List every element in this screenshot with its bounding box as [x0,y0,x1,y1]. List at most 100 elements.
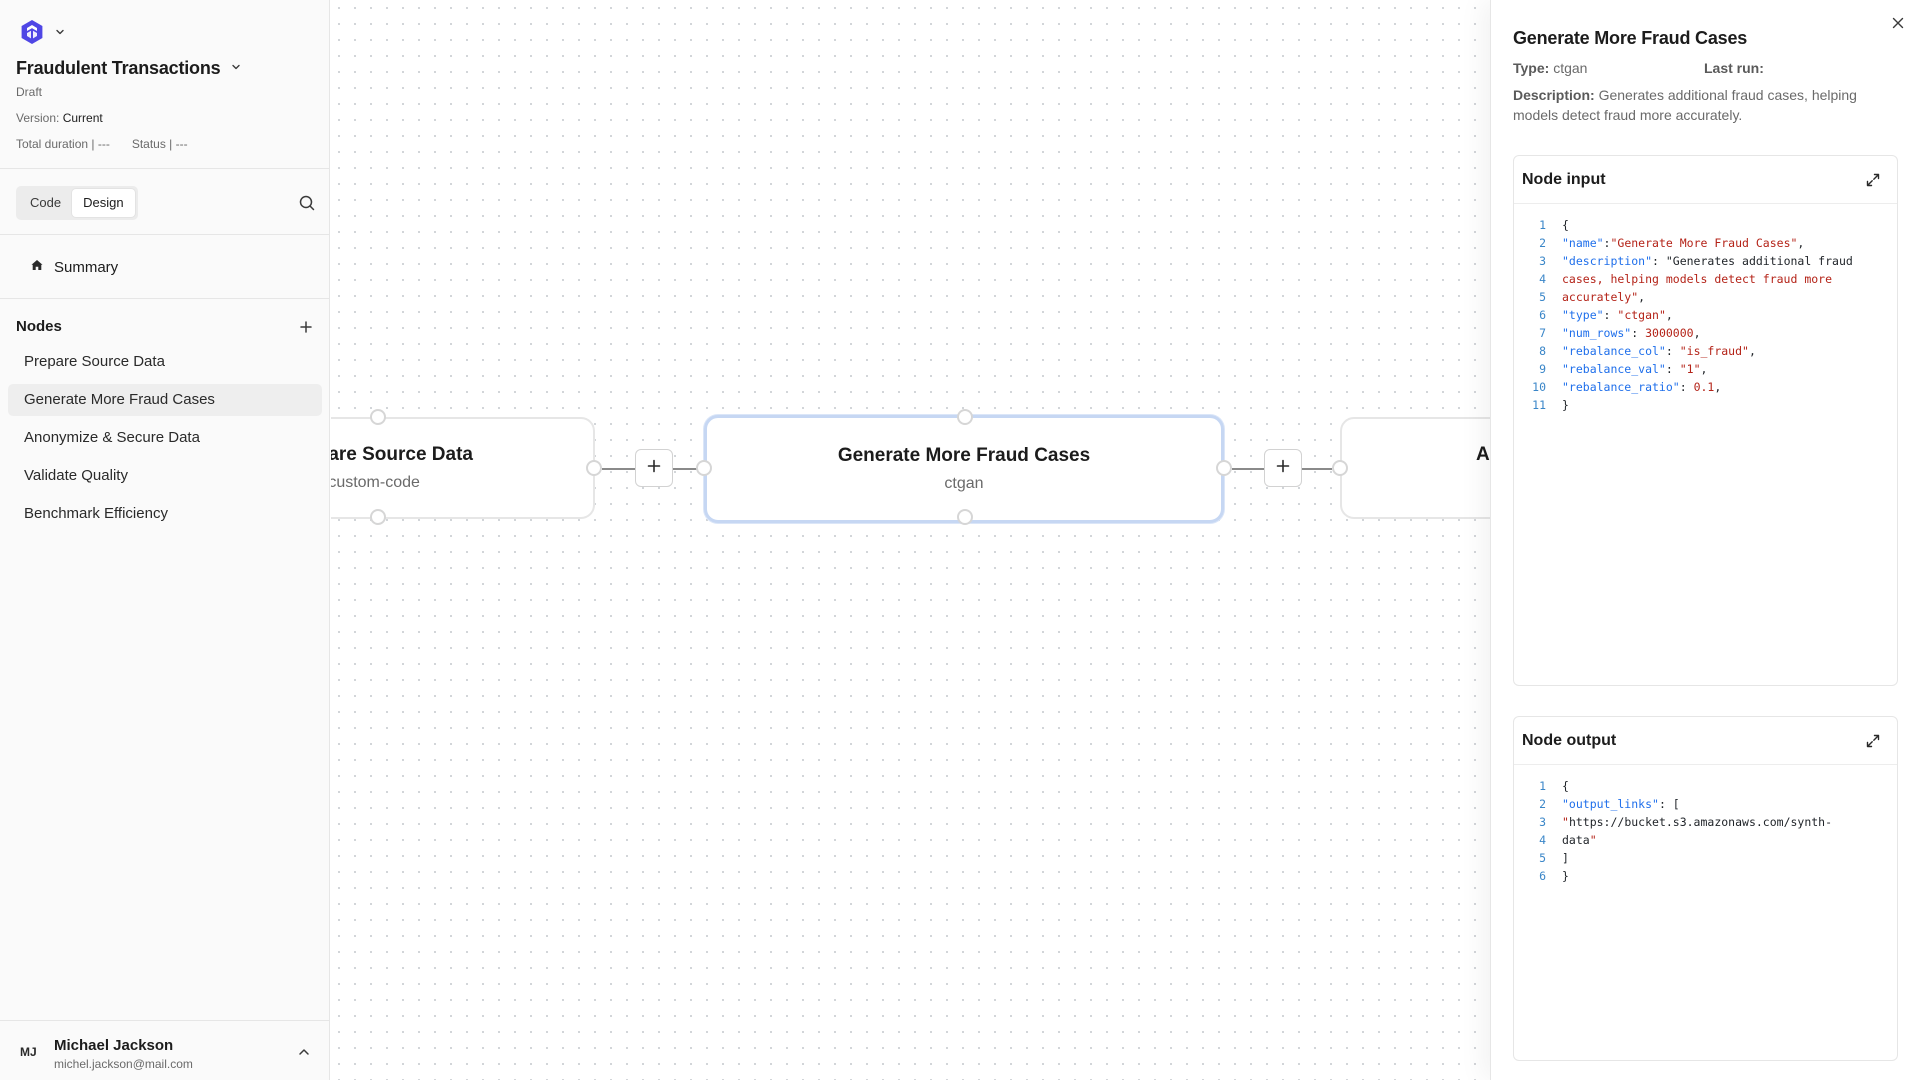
node-details-panel: Generate More Fraud Cases Type: ctgan La… [1490,0,1920,1080]
code-line: accurately", [1562,290,1646,304]
node-card-anonymize-secure-data[interactable]: An [1340,417,1497,519]
node-card-generate-more-fraud-cases[interactable]: Generate More Fraud Cases ctgan [704,415,1224,523]
workspace-switcher[interactable] [18,18,66,46]
sidebar: Fraudulent Transactions Draft Version: C… [0,0,330,1080]
add-node-between-button[interactable] [635,449,673,487]
description-label: Description: [1513,87,1595,103]
node-item-anonymize-secure-data[interactable]: Anonymize & Secure Data [24,429,200,446]
user-name: Michael Jackson [54,1037,174,1054]
line-number: 2 [1539,797,1546,811]
version-info: Version: Current [16,111,103,125]
type-value: ctgan [1553,60,1588,76]
node-input-title: Node input [1522,171,1606,188]
edge [1302,468,1332,470]
line-number: 4 [1539,272,1546,286]
line-number: 1 [1539,218,1546,232]
code-line: "rebalance_col": "is_fraud", [1562,344,1756,358]
close-panel-button[interactable] [1891,16,1905,30]
line-number: 3 [1539,254,1546,268]
project-title: Fraudulent Transactions [16,58,221,78]
node-item-validate-quality[interactable]: Validate Quality [24,467,128,484]
add-node-between-button[interactable] [1264,449,1302,487]
edge [602,468,636,470]
line-number: 5 [1539,851,1546,865]
node-handle-right[interactable] [1216,460,1232,476]
summary-link[interactable]: Summary [30,258,118,276]
search-button[interactable] [296,192,318,214]
line-number: 2 [1539,236,1546,250]
edge [673,468,703,470]
close-icon [1891,17,1905,34]
line-number: 11 [1532,398,1546,412]
node-card-type: custom-code [331,474,420,491]
expand-icon[interactable] [1865,733,1881,749]
node-handle-bottom[interactable] [370,509,386,525]
code-line: "type": "ctgan", [1562,308,1673,322]
line-number: 10 [1532,380,1546,394]
project-selector[interactable]: Fraudulent Transactions [16,58,242,79]
chevron-down-icon [230,60,242,78]
node-card-type: ctgan [944,475,984,492]
panel-title: Generate More Fraud Cases [1513,28,1748,48]
code-line: cases, helping models detect fraud more [1562,272,1833,286]
edge [1232,468,1266,470]
node-handle-top[interactable] [957,409,973,425]
node-description: Description: Generates additional fraud … [1513,85,1893,125]
add-node-button[interactable] [298,319,314,335]
node-item-prepare-source-data[interactable]: Prepare Source Data [24,353,165,370]
node-card-title: Generate More Fraud Cases [837,445,1091,466]
line-number: 9 [1539,362,1546,376]
node-handle-left[interactable] [1332,460,1348,476]
code-line: { [1562,218,1569,232]
chevron-up-icon[interactable] [296,1044,312,1060]
node-card-title: are Source Data [331,444,473,465]
node-handle-left[interactable] [696,460,712,476]
expand-icon[interactable] [1865,172,1881,188]
last-run-label: Last run: [1704,60,1764,76]
tab-design[interactable]: Design [72,189,135,217]
code-line: { [1562,779,1569,793]
code-line: } [1562,398,1569,412]
code-line: "num_rows": 3000000, [1562,326,1701,340]
project-state: Draft [16,85,43,99]
node-input-code[interactable]: 1{ 2"name":"Generate More Fraud Cases", … [1514,204,1897,414]
node-item-generate-more-fraud-cases[interactable]: Generate More Fraud Cases [8,384,322,416]
line-number: 6 [1539,869,1546,883]
code-line: "https://bucket.s3.amazonaws.com/synth- [1562,815,1833,829]
code-line: data" [1562,833,1597,847]
node-handle-bottom[interactable] [957,509,973,525]
code-line: "rebalance_val": "1", [1562,362,1708,376]
search-icon [296,195,318,218]
type-label: Type: [1513,60,1550,76]
node-output-code[interactable]: 1{ 2"output_links": [ 3"https://bucket.s… [1514,765,1897,885]
node-output-header: Node output [1514,717,1897,765]
run-status: Status | --- [131,137,188,151]
line-number: 8 [1539,344,1546,358]
plus-icon [646,458,662,479]
node-handle-right[interactable] [586,460,602,476]
version-value: Current [62,111,103,125]
node-card-prepare-source-data[interactable]: are Source Data custom-code [331,417,595,519]
user-menu[interactable]: MJ Michael Jackson michel.jackson@mail.c… [0,1020,330,1080]
plus-icon [1275,458,1291,479]
avatar: MJ [20,1045,37,1059]
run-meta: Total duration | --- Status | --- [16,137,188,151]
node-input-header: Node input [1514,156,1897,204]
code-line: "rebalance_ratio": 0.1, [1562,380,1722,394]
node-handle-top[interactable] [370,409,386,425]
line-number: 4 [1539,833,1546,847]
summary-label: Summary [54,258,119,276]
line-number: 1 [1539,779,1546,793]
code-line: "name":"Generate More Fraud Cases", [1562,236,1805,250]
tab-code[interactable]: Code [30,195,62,210]
node-item-benchmark-efficiency[interactable]: Benchmark Efficiency [24,505,168,522]
node-output-title: Node output [1522,732,1617,749]
total-duration: Total duration | --- [16,137,110,151]
code-line: ] [1562,851,1569,865]
code-line: "description": "Generates additional fra… [1562,254,1853,268]
description-value: Generates additional fraud cases, helpin… [1513,87,1857,123]
divider [0,298,330,299]
last-run: Last run: [1704,60,1764,76]
workflow-canvas[interactable]: are Source Data custom-code Generate Mor… [331,0,1497,1080]
view-toggle: Code Design [16,186,138,220]
